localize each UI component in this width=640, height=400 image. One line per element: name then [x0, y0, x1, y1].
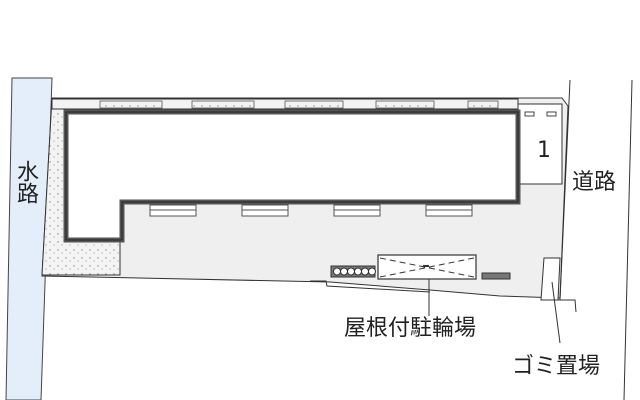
waterway	[5, 77, 53, 400]
covered-bicycle-parking-label: 屋根付駐輪場	[344, 316, 477, 341]
road-edge-left	[559, 79, 571, 301]
road-label: 道路	[572, 170, 617, 195]
garbage-area	[540, 257, 561, 301]
parking-space-1	[517, 103, 563, 185]
road-edge-right	[623, 79, 633, 400]
garbage-area-label: ゴミ置場	[512, 354, 601, 379]
covered-bicycle-parking	[377, 254, 477, 280]
small-block	[481, 272, 511, 280]
parking-number-label: 1	[537, 138, 551, 163]
waterway-label: 水路	[13, 160, 38, 204]
balconies	[149, 204, 473, 217]
bicycle-racks	[330, 265, 376, 278]
